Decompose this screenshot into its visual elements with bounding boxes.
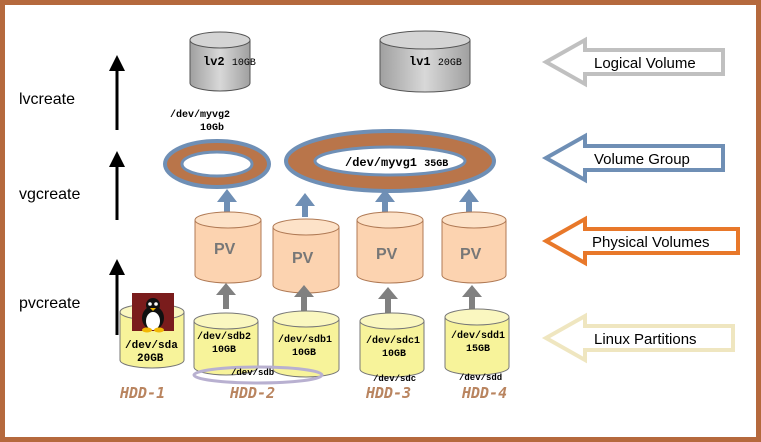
lv-cylinder-lv1: lv1 20GB (379, 30, 471, 93)
svg-text:PV: PV (460, 246, 482, 263)
vg2-size: 10Gb (200, 122, 224, 134)
pv2-vg-arrow (295, 193, 315, 217)
lv1-size: 20GB (438, 58, 462, 69)
vg-ring-myvg1: /dev/myvg1 35GB (284, 129, 496, 193)
hdd-3-label: HDD-3 (365, 384, 411, 402)
lvcreate-arrow (109, 55, 125, 130)
svg-text:Linux Partitions: Linux Partitions (594, 331, 697, 348)
sdc-label: /dev/sdc (373, 374, 416, 384)
lvcreate-label: lvcreate (19, 91, 75, 108)
svg-text:/dev/sdd1: /dev/sdd1 (451, 330, 505, 342)
vg2-name: /dev/myvg2 (170, 109, 230, 121)
partition-sdb2: /dev/sdb2 10GB (193, 312, 259, 376)
lv2-name: lv2 (203, 55, 225, 69)
lv-cylinder-lv2: lv2 10GB (189, 31, 256, 92)
svg-text:lv2 10GB: lv2 10GB (203, 55, 256, 69)
vg-ring-myvg2 (163, 139, 271, 189)
pvcreate-label: pvcreate (19, 295, 80, 312)
pv-to-vg-arrows (217, 189, 479, 217)
lv1-name: lv1 (409, 55, 431, 69)
vgcreate-arrow (109, 151, 125, 220)
legend-logical-volume: Logical Volume (541, 36, 725, 88)
pv3-vg-arrow (375, 189, 395, 217)
svg-text:lv1 20GB: lv1 20GB (409, 55, 462, 69)
svg-text:10GB: 10GB (292, 348, 316, 359)
hdd-1-label: HDD-1 (119, 384, 165, 402)
svg-text:/dev/sdc1: /dev/sdc1 (366, 335, 420, 347)
svg-text:/dev/sdb2: /dev/sdb2 (197, 331, 251, 343)
pv-cylinder-2: PV (272, 218, 340, 294)
partition-sdc1: /dev/sdc1 10GB (359, 312, 425, 378)
hdd-4-label: HDD-4 (461, 384, 507, 402)
pv-cylinder-3: PV (356, 211, 424, 284)
svg-text:20GB: 20GB (137, 353, 164, 365)
part-to-pv-arrows (216, 283, 482, 313)
svg-text:Logical Volume: Logical Volume (594, 55, 696, 72)
pvcreate-arrow (109, 259, 125, 335)
pv-cylinder-1: PV (194, 211, 262, 284)
svg-text:PV: PV (376, 246, 398, 263)
partition-sdb1: /dev/sdb1 10GB (272, 310, 340, 378)
lvm-diagram: lvcreate vgcreate pvcreate lv2 10GB lv1 … (19, 30, 740, 402)
vg1-size: 35GB (424, 159, 448, 170)
sdb-label: /dev/sdb (231, 368, 274, 378)
svg-text:/dev/myvg1 35GB: /dev/myvg1 35GB (345, 156, 448, 170)
pv1-vg-arrow (217, 189, 237, 217)
sdb-disk-outline (192, 365, 324, 385)
linux-tux-icon (132, 293, 174, 333)
svg-text:15GB: 15GB (466, 344, 490, 355)
svg-text:/dev/sda: /dev/sda (125, 340, 178, 352)
hdd-2-label: HDD-2 (229, 384, 275, 402)
pv4-vg-arrow (459, 189, 479, 217)
vgcreate-label: vgcreate (19, 186, 80, 203)
vg1-name: /dev/myvg1 (345, 156, 417, 170)
legend-volume-group: Volume Group (541, 132, 725, 184)
partition-sdd1: /dev/sdd1 15GB (444, 308, 510, 376)
diagram-frame: lvcreate vgcreate pvcreate lv2 10GB lv1 … (5, 5, 756, 437)
sdd-label: /dev/sdd (459, 373, 502, 383)
pv-cylinder-4: PV (441, 211, 507, 284)
svg-text:/dev/sdb1: /dev/sdb1 (278, 334, 332, 346)
lv2-size: 10GB (232, 58, 256, 69)
svg-text:10GB: 10GB (212, 345, 236, 356)
legend-physical-volumes: Physical Volumes (541, 215, 740, 267)
svg-text:PV: PV (292, 250, 314, 267)
svg-text:10GB: 10GB (382, 349, 406, 360)
svg-text:Volume Group: Volume Group (594, 151, 690, 168)
legend-linux-partitions: Linux Partitions (541, 312, 735, 364)
svg-text:Physical Volumes: Physical Volumes (592, 234, 710, 251)
svg-text:PV: PV (214, 241, 236, 258)
